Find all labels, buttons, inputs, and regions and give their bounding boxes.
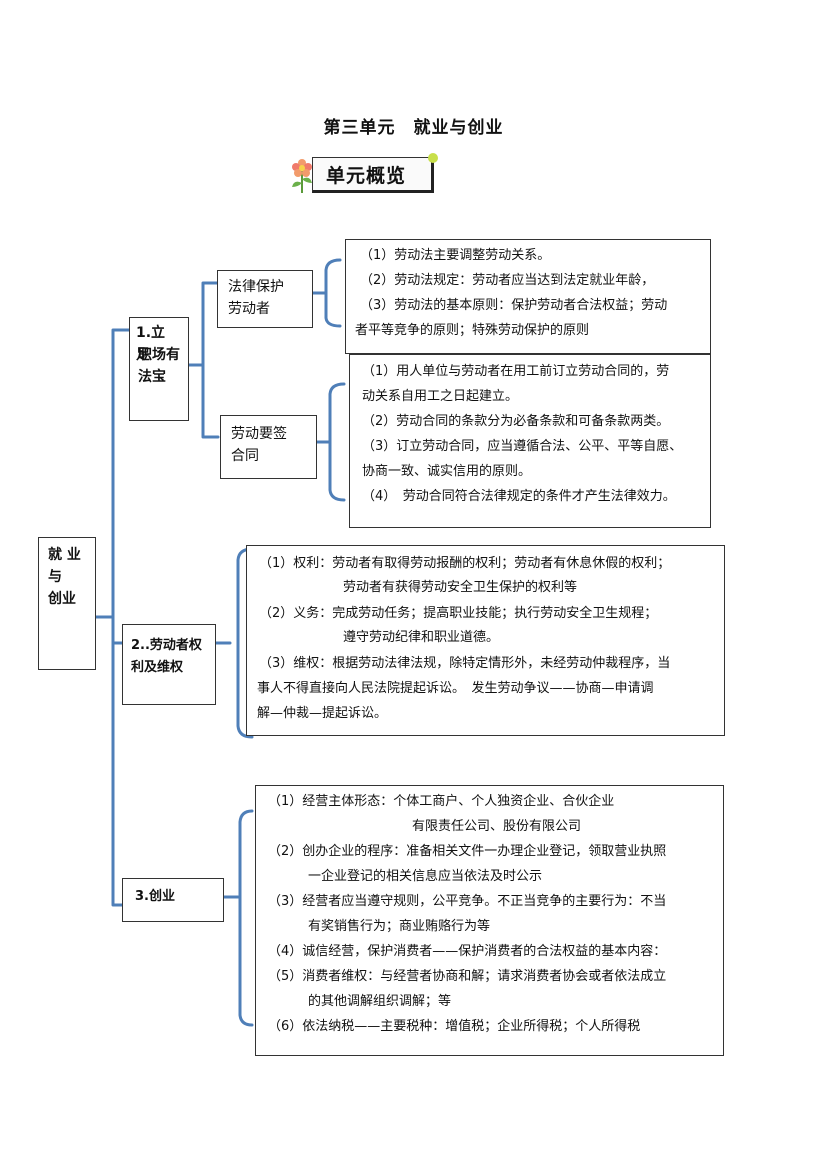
root-label-line3: 创业	[48, 588, 76, 610]
sub2-bracket	[316, 384, 344, 500]
section3-bracket	[224, 811, 252, 1025]
sub2-node: 劳动要签 合同	[220, 415, 317, 479]
section2-node: 2..劳动者权 利及维权	[122, 624, 216, 705]
section2-line: （3）维权：根据劳动法律法规，除特定情形外，未经劳动仲裁程序，当	[259, 652, 670, 676]
section3-line: （3）经营者应当遵守规则，公平竞争。不正当竞争的主要行为：不当	[268, 890, 666, 914]
section1-label-line2: 职场有	[138, 344, 180, 366]
root-label-line1: 就 业	[48, 544, 81, 566]
section2-label-line1: 2..劳动者权	[131, 635, 202, 657]
sub2-line: （4） 劳动合同符合法律规定的条件才产生法律效力。	[362, 485, 676, 509]
section2-line: 解—仲裁—提起诉讼。	[257, 702, 387, 726]
root-bracket	[95, 330, 130, 905]
sub1-content-box: （1）劳动法主要调整劳动关系。 （2）劳动法规定：劳动者应当达到法定就业年龄， …	[345, 239, 711, 354]
section3-line: （4）诚信经营，保护消费者——保护消费者的合法权益的基本内容：	[268, 940, 666, 964]
sub1-node: 法律保护 劳动者	[217, 270, 313, 328]
section2-line: 劳动者有获得劳动安全卫生保护的权利等	[343, 576, 577, 600]
section2-label-line2: 利及维权	[131, 657, 183, 679]
section2-line: （2）义务：完成劳动任务；提高职业技能；执行劳动安全卫生规程；	[259, 602, 657, 626]
sub1-line: （3）劳动法的基本原则：保护劳动者合法权益；劳动	[360, 294, 667, 318]
section3-line: （1）经营主体形态：个体工商户、个人独资企业、合伙企业	[268, 790, 614, 814]
sub1-line: （1）劳动法主要调整劳动关系。	[360, 244, 550, 268]
section3-line: 有限责任公司、股份有限公司	[412, 815, 581, 839]
section3-line: （6）依法纳税——主要税种：增值税；企业所得税；个人所得税	[268, 1015, 640, 1039]
sub2-label-line2: 合同	[231, 445, 259, 467]
section2-line: （1）权利：劳动者有取得劳动报酬的权利；劳动者有休息休假的权利；	[259, 552, 670, 576]
section2-line: 事人不得直接向人民法院提起诉讼。 发生劳动争议——协商—申请调	[257, 677, 654, 701]
sub2-content-box: （1）用人单位与劳动者在用工前订立劳动合同的，劳 动关系自用工之日起建立。 （2…	[349, 354, 711, 528]
section1-label-line3: 法宝	[138, 366, 166, 388]
section3-line: 有奖销售行为；商业贿赂行为等	[308, 915, 490, 939]
root-label-line2: 与	[48, 566, 62, 588]
section3-node: 3.创业	[122, 878, 224, 922]
sub2-line: （2）劳动合同的条款分为必备条款和可备条款两类。	[362, 410, 669, 434]
sub1-label-line2: 劳动者	[228, 298, 270, 320]
root-node: 就 业 与 创业	[38, 537, 96, 670]
sub2-line: （1）用人单位与劳动者在用工前订立劳动合同的，劳	[362, 360, 669, 384]
sub1-bracket	[312, 260, 340, 326]
section3-label: 3.创业	[135, 886, 175, 908]
sub1-label-line1: 法律保护	[228, 276, 284, 298]
sub2-line: （3）订立劳动合同，应当遵循合法、公平、平等自愿、	[362, 435, 682, 459]
section1-node: 1.立 足 职场有 法宝	[129, 317, 189, 421]
section3-line: 的其他调解组织调解；等	[308, 990, 451, 1014]
sub1-line: （2）劳动法规定：劳动者应当达到法定就业年龄，	[360, 269, 654, 293]
sub2-label-line1: 劳动要签	[231, 423, 287, 445]
section3-line: （5）消费者维权：与经营者协商和解；请求消费者协会或者依法成立	[268, 965, 666, 989]
section3-line: 一企业登记的相关信息应当依法及时公示	[308, 865, 542, 889]
sub2-line: 动关系自用工之日起建立。	[362, 385, 518, 409]
sub1-line: 者平等竞争的原则；特殊劳动保护的原则	[355, 319, 589, 343]
section3-content-box: （1）经营主体形态：个体工商户、个人独资企业、合伙企业 有限责任公司、股份有限公…	[255, 785, 724, 1056]
section3-line: （2）创办企业的程序：准备相关文件一办理企业登记，领取营业执照	[268, 840, 666, 864]
section1-bracket	[188, 283, 218, 437]
sub2-line: 协商一致、诚实信用的原则。	[362, 460, 531, 484]
section2-line: 遵守劳动纪律和职业道德。	[343, 626, 499, 650]
section2-content-box: （1）权利：劳动者有取得劳动报酬的权利；劳动者有休息休假的权利； 劳动者有获得劳…	[246, 545, 725, 736]
